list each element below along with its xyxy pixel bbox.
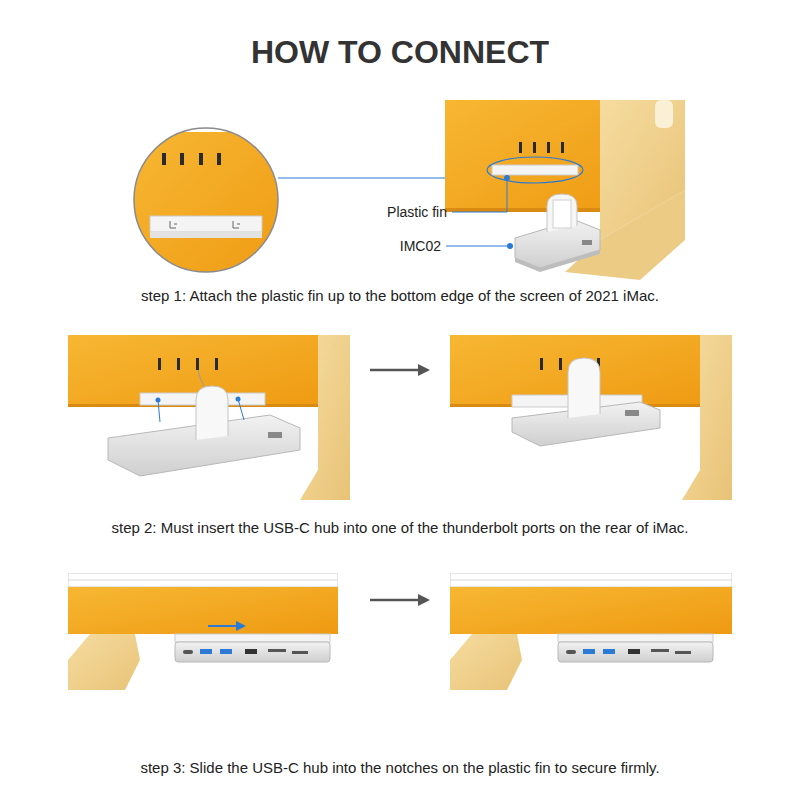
page-title: HOW TO CONNECT	[251, 34, 549, 71]
step2-before	[68, 335, 350, 500]
highlight-ellipse	[487, 157, 583, 183]
part-label: IMC02	[400, 238, 441, 254]
leader-line	[452, 180, 507, 212]
step-arrow	[370, 369, 420, 372]
part-label: Plastic fin	[387, 204, 447, 220]
zoom-view	[130, 125, 290, 282]
step-caption: step 2: Must insert the USB-C hub into o…	[112, 519, 689, 536]
step-caption: step 3: Slide the USB-C hub into the not…	[140, 759, 659, 776]
step-caption: step 1: Attach the plastic fin up to the…	[141, 287, 659, 304]
leader-line	[446, 246, 508, 247]
hub	[515, 194, 600, 272]
imac	[445, 100, 685, 280]
slide-arrow	[208, 625, 238, 627]
step3-before	[68, 573, 338, 690]
zoom-circle	[134, 128, 278, 272]
step-arrow	[370, 599, 420, 602]
step2-after	[450, 335, 732, 500]
step3-after	[450, 573, 732, 690]
